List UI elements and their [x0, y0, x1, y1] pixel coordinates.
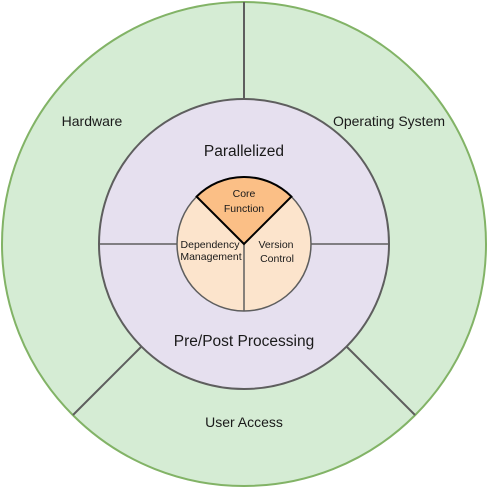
outer-divider-right	[345, 345, 416, 416]
operating-system-label: Operating System	[333, 113, 445, 129]
dependency-label-line1: Dependency	[181, 239, 241, 251]
pre-post-processing-label: Pre/Post Processing	[174, 333, 314, 350]
parallelized-label: Parallelized	[204, 143, 284, 160]
core-function-label-line2: Function	[224, 203, 264, 215]
core-function-wedge	[195, 175, 293, 246]
core-function-label-line1: Core	[233, 188, 256, 200]
dependency-label-line2: Management	[180, 251, 241, 263]
outer-divider-left	[72, 345, 143, 416]
version-control-label-line2: Control	[260, 253, 294, 265]
user-access-label: User Access	[205, 414, 283, 430]
version-control-label-line1: Version	[258, 239, 293, 251]
hardware-label: Hardware	[62, 113, 123, 129]
